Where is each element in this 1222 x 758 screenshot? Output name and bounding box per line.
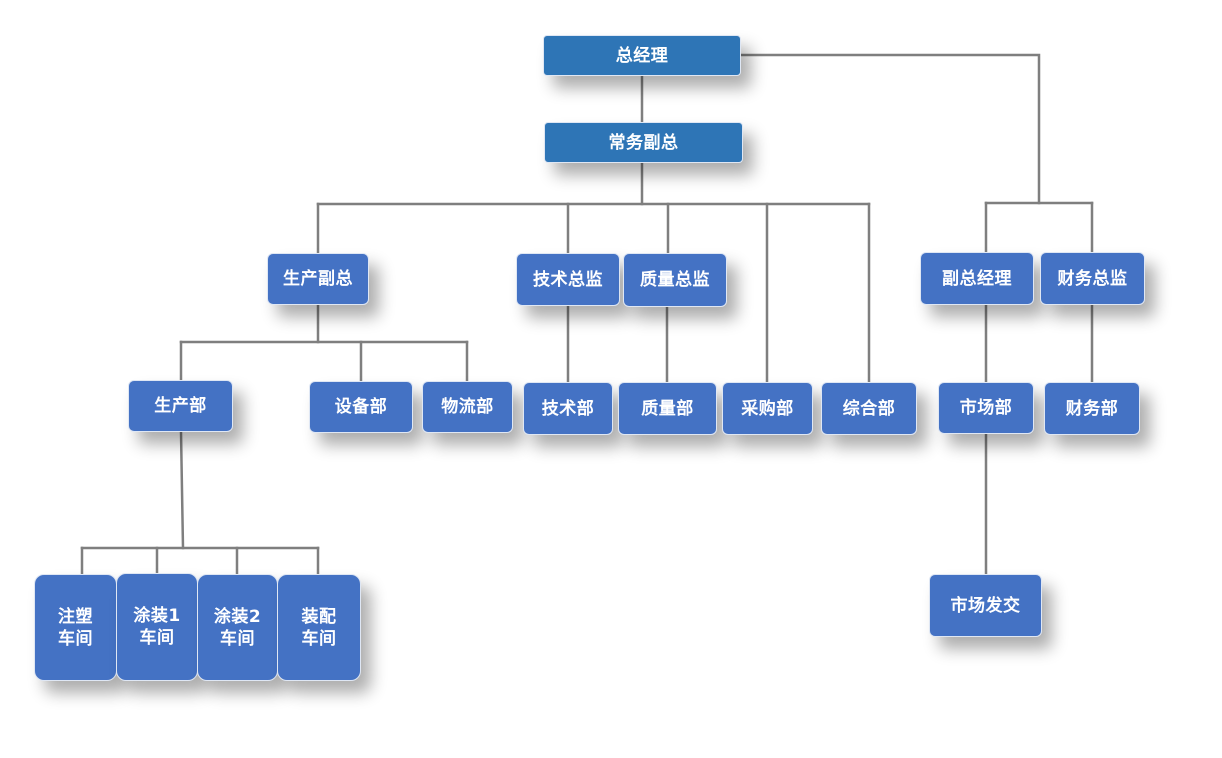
node-prod-dept: 生产部 (128, 380, 233, 432)
node-quality-dept: 质量部 (618, 382, 717, 435)
node-finance-dept: 财务部 (1044, 382, 1140, 435)
node-prod-vp: 生产副总 (267, 253, 369, 305)
node-purchase-dept: 采购部 (722, 382, 813, 435)
node-logistics-dept: 物流部 (422, 381, 513, 433)
node-equipment-dept: 设备部 (309, 381, 413, 433)
node-deputy-gm: 副总经理 (920, 252, 1034, 305)
node-coating2-shop: 涂装2 车间 (197, 574, 278, 681)
node-finance-director: 财务总监 (1040, 252, 1145, 305)
node-quality-director: 质量总监 (623, 253, 727, 307)
connector (739, 53, 1041, 205)
connector (179, 430, 185, 550)
node-general-dept: 综合部 (821, 382, 917, 435)
node-assembly-shop: 装配 车间 (277, 574, 361, 681)
node-tech-director: 技术总监 (516, 253, 620, 306)
node-market-dept: 市场部 (938, 382, 1034, 434)
node-gm: 总经理 (543, 35, 741, 76)
node-tech-dept: 技术部 (523, 382, 613, 435)
node-coating1-shop: 涂装1 车间 (116, 573, 198, 681)
node-molding-shop: 注塑 车间 (34, 574, 117, 681)
node-market-delivery: 市场发交 (929, 574, 1042, 637)
node-exec-vp: 常务副总 (544, 122, 743, 163)
